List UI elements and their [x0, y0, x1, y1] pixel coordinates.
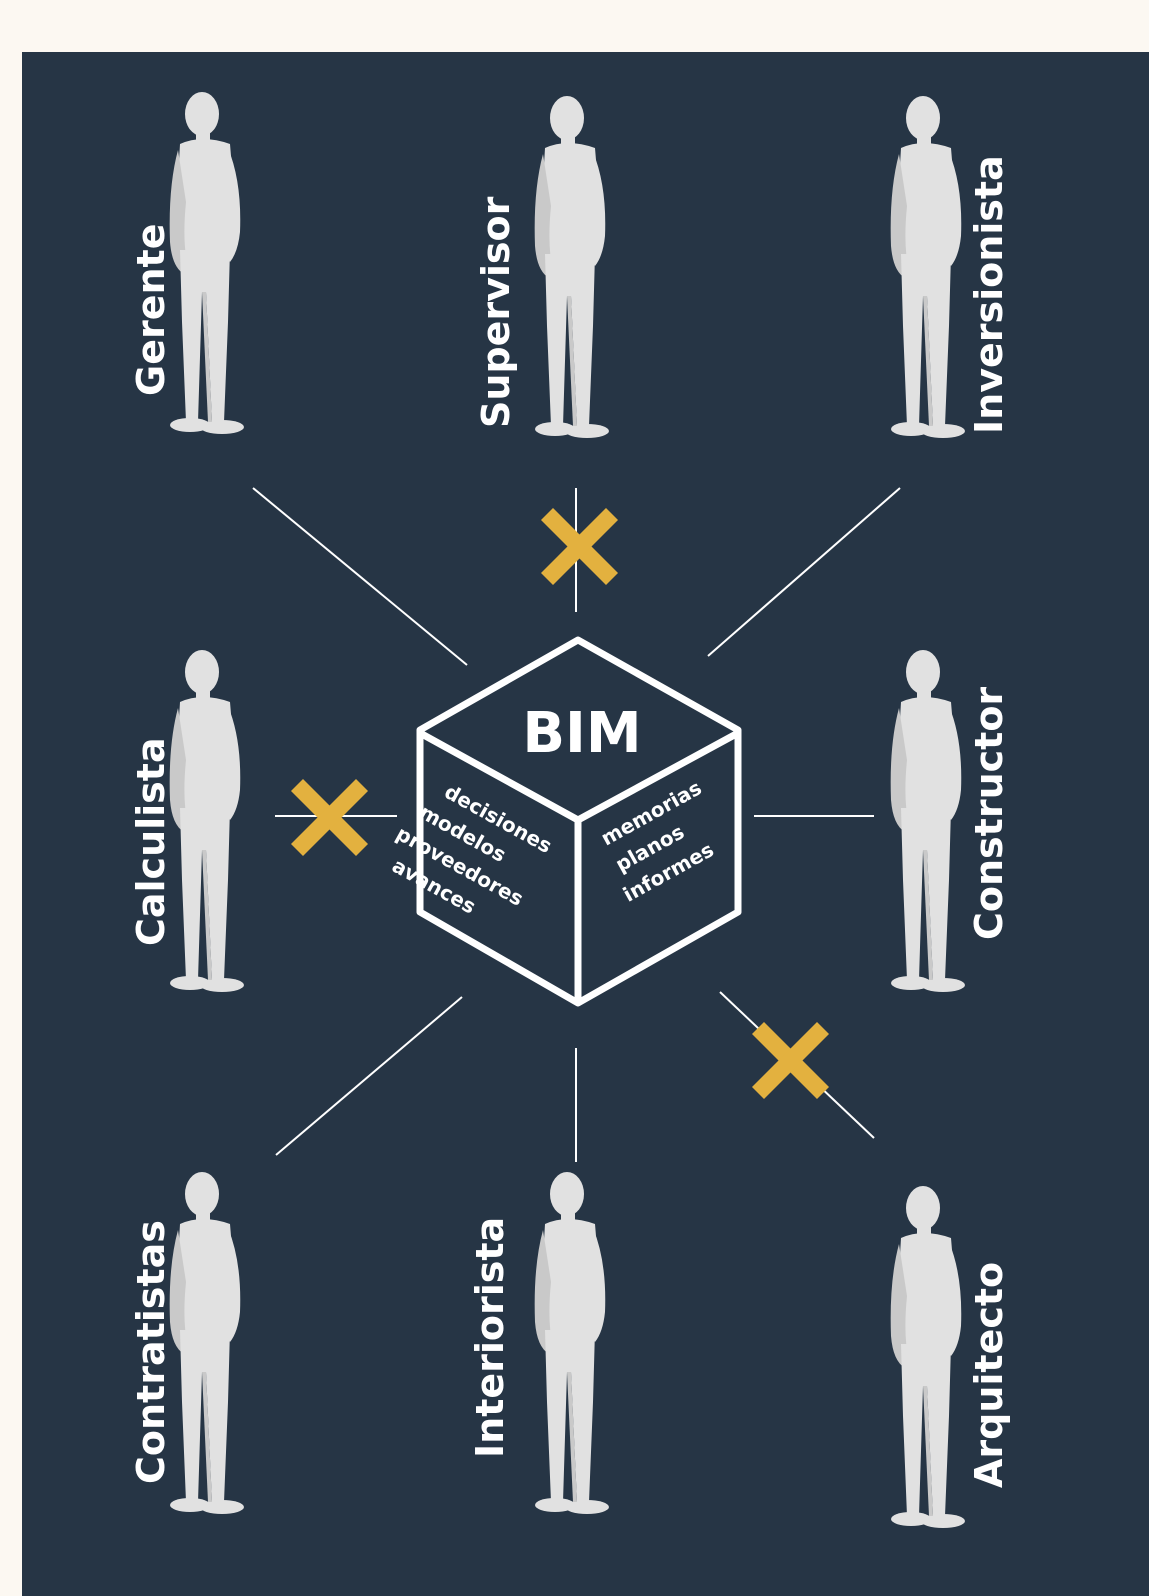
- role-label-gerente: Gerente: [129, 224, 173, 396]
- role-label-inversionista: Inversionista: [967, 155, 1011, 434]
- spoke-contratistas: [275, 996, 463, 1156]
- standing-person-icon: [890, 96, 965, 438]
- standing-person-icon: [169, 1172, 244, 1514]
- role-label-arquitecto: Arquitecto: [967, 1262, 1011, 1488]
- role-label-contratistas: Contratistas: [129, 1220, 173, 1484]
- right-face-text: memorias planos informes: [597, 776, 718, 907]
- cube-icon: [416, 636, 742, 1007]
- cross-mark-icon: [290, 778, 369, 857]
- role-label-interiorista: Interiorista: [468, 1217, 512, 1458]
- role-label-constructor: Constructor: [967, 687, 1011, 940]
- standing-person-icon: [169, 650, 244, 992]
- standing-person-icon: [890, 650, 965, 992]
- cross-mark-icon: [540, 507, 619, 586]
- standing-person-icon: [890, 1186, 965, 1528]
- bim-title: BIM: [522, 701, 641, 766]
- role-label-calculista: Calculista: [129, 737, 173, 946]
- standing-person-icon: [534, 1172, 609, 1514]
- spoke-gerente: [252, 487, 468, 666]
- standing-person-icon: [534, 96, 609, 438]
- standing-person-icon: [169, 92, 244, 434]
- role-label-supervisor: Supervisor: [474, 196, 518, 428]
- cross-mark-icon: [751, 1021, 830, 1100]
- spoke-inversionista: [707, 487, 901, 657]
